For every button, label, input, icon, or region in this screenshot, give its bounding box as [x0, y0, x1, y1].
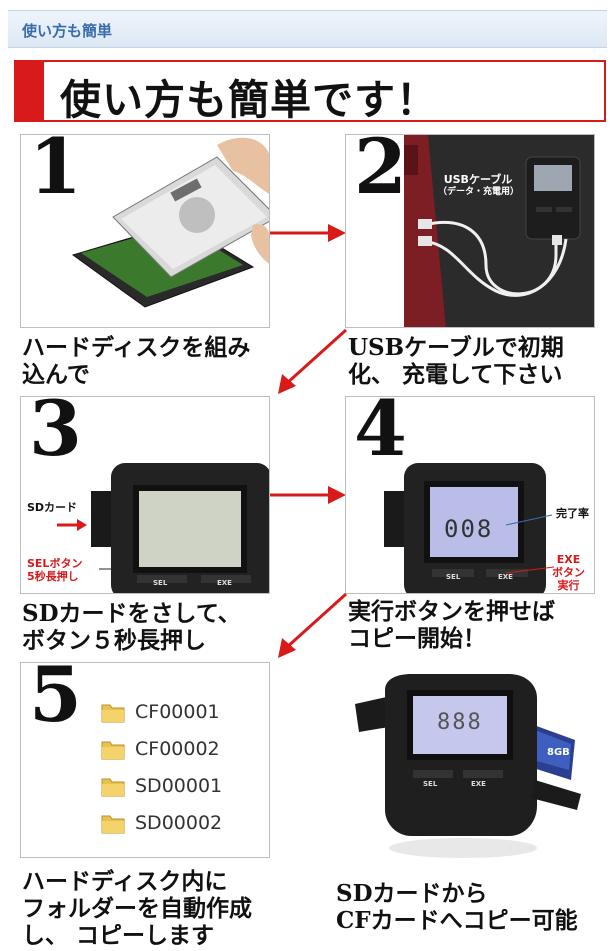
headline-accent [16, 62, 44, 120]
step-number: 3 [29, 396, 82, 473]
step-1-caption: ハードディスクを組み 込んで [22, 334, 251, 388]
arrow-diagonal-icon [278, 328, 348, 394]
step-number: 1 [29, 134, 82, 211]
sd-card-label: SDカード [27, 501, 78, 514]
step-2-panel: USBケーブル （データ・充電用） 2 [345, 134, 595, 328]
step-5-panel: 5 CF00001 CF00002 SD00001 SD00002 [20, 662, 270, 858]
list-item[interactable]: SD00001 [101, 767, 222, 804]
arrow-right-icon [270, 486, 346, 504]
folder-icon [101, 778, 125, 796]
exe-button-label: EXE ボタン 実行 [552, 553, 585, 592]
card-copier-device-illustration [355, 674, 581, 858]
arrow-right-icon [270, 224, 346, 242]
copy-start-illustration [384, 463, 555, 593]
folder-name: CF00001 [135, 700, 220, 723]
exe-button: EXE [217, 579, 232, 587]
exe-button: EXE [471, 780, 486, 788]
step-4-panel: 008 完了率 EXE ボタン 実行 SEL EXE 4 [345, 396, 595, 594]
list-item[interactable]: SD00002 [101, 804, 222, 841]
product-photo: 888 SEL EXE 8GB [345, 670, 595, 866]
step-number: 4 [354, 396, 407, 473]
folder-name: SD00002 [135, 811, 223, 834]
hard-disk-illustration [71, 137, 269, 308]
folder-list: CF00001 CF00002 SD00001 SD00002 [101, 693, 222, 841]
progress-display: 008 [444, 515, 494, 543]
list-item[interactable]: CF00001 [101, 693, 222, 730]
usb-cable-label: USBケーブル （データ・充電用） [438, 173, 520, 197]
folder-icon [101, 704, 125, 722]
folder-icon [101, 815, 125, 833]
sel-button: SEL [153, 579, 168, 587]
step-number: 2 [354, 134, 407, 211]
sd-insert-illustration [57, 463, 269, 593]
step-6-caption: SDカードから CFカードへコピー可能 [336, 880, 578, 934]
step-5-caption: ハードディスク内に フォルダーを自動作成 し、 コピーします [22, 868, 252, 949]
exe-button: EXE [498, 573, 513, 581]
usb-connection-illustration [404, 135, 594, 327]
step-4-caption: 実行ボタンを押せば コピー開始！ [348, 598, 555, 652]
step-3-caption: SDカードをさして、 ボタン５秒長押し [22, 600, 241, 654]
folder-name: SD00001 [135, 774, 223, 797]
device-display: 888 [437, 710, 483, 735]
step-3-panel: SDカード SELボタン 5秒長押し SEL EXE 3 [20, 396, 270, 594]
sel-button: SEL [446, 573, 461, 581]
step-1-panel: 1 [20, 134, 270, 328]
folder-name: CF00002 [135, 737, 220, 760]
sel-button: SEL [423, 780, 438, 788]
step-number: 5 [29, 662, 82, 739]
folder-icon [101, 741, 125, 759]
section-title: 使い方も簡単 [8, 10, 607, 48]
list-item[interactable]: CF00002 [101, 730, 222, 767]
headline-text: 使い方も簡単です！ [60, 76, 438, 124]
memory-card-label: 8GB [547, 747, 570, 758]
headline-banner: 使い方も簡単です！ [14, 60, 606, 124]
step-2-caption: USBケーブルで初期 化、 充電して下さい [348, 334, 564, 388]
arrow-diagonal-icon [278, 592, 348, 658]
sel-button-label: SELボタン 5秒長押し [27, 557, 83, 583]
completion-rate-label: 完了率 [556, 507, 589, 520]
